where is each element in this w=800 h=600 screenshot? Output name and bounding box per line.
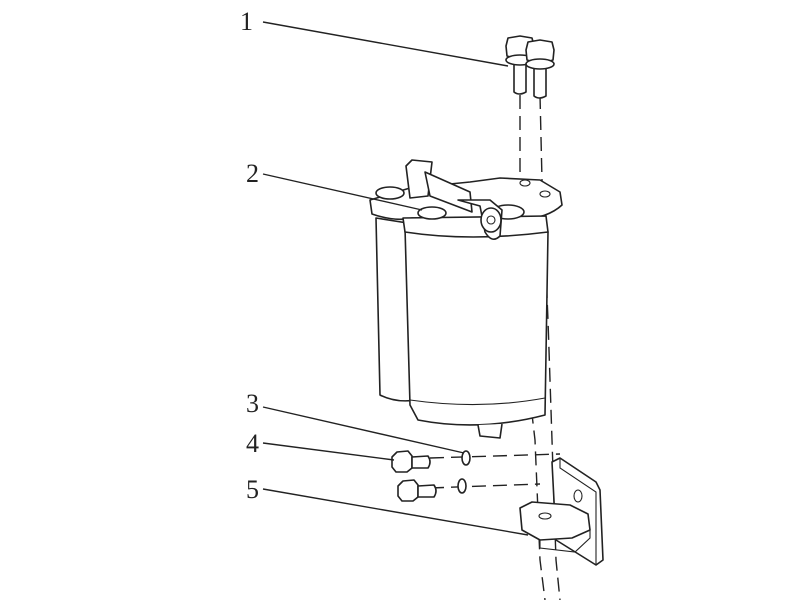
washers xyxy=(457,450,471,494)
callout-label-2: 2 xyxy=(246,159,259,188)
leader-lines xyxy=(262,21,529,536)
callout-label-4: 4 xyxy=(246,429,259,458)
callout-label-3: 3 xyxy=(246,389,259,418)
callout-label-1: 1 xyxy=(240,7,253,36)
hex-bolts xyxy=(391,450,437,502)
mounting-bracket xyxy=(519,457,604,566)
callout-label-5: 5 xyxy=(246,475,259,504)
callout-labels: 1 2 3 4 5 xyxy=(240,7,259,504)
mounting-bolts xyxy=(505,35,555,99)
fuel-filter-assembly xyxy=(369,159,563,439)
